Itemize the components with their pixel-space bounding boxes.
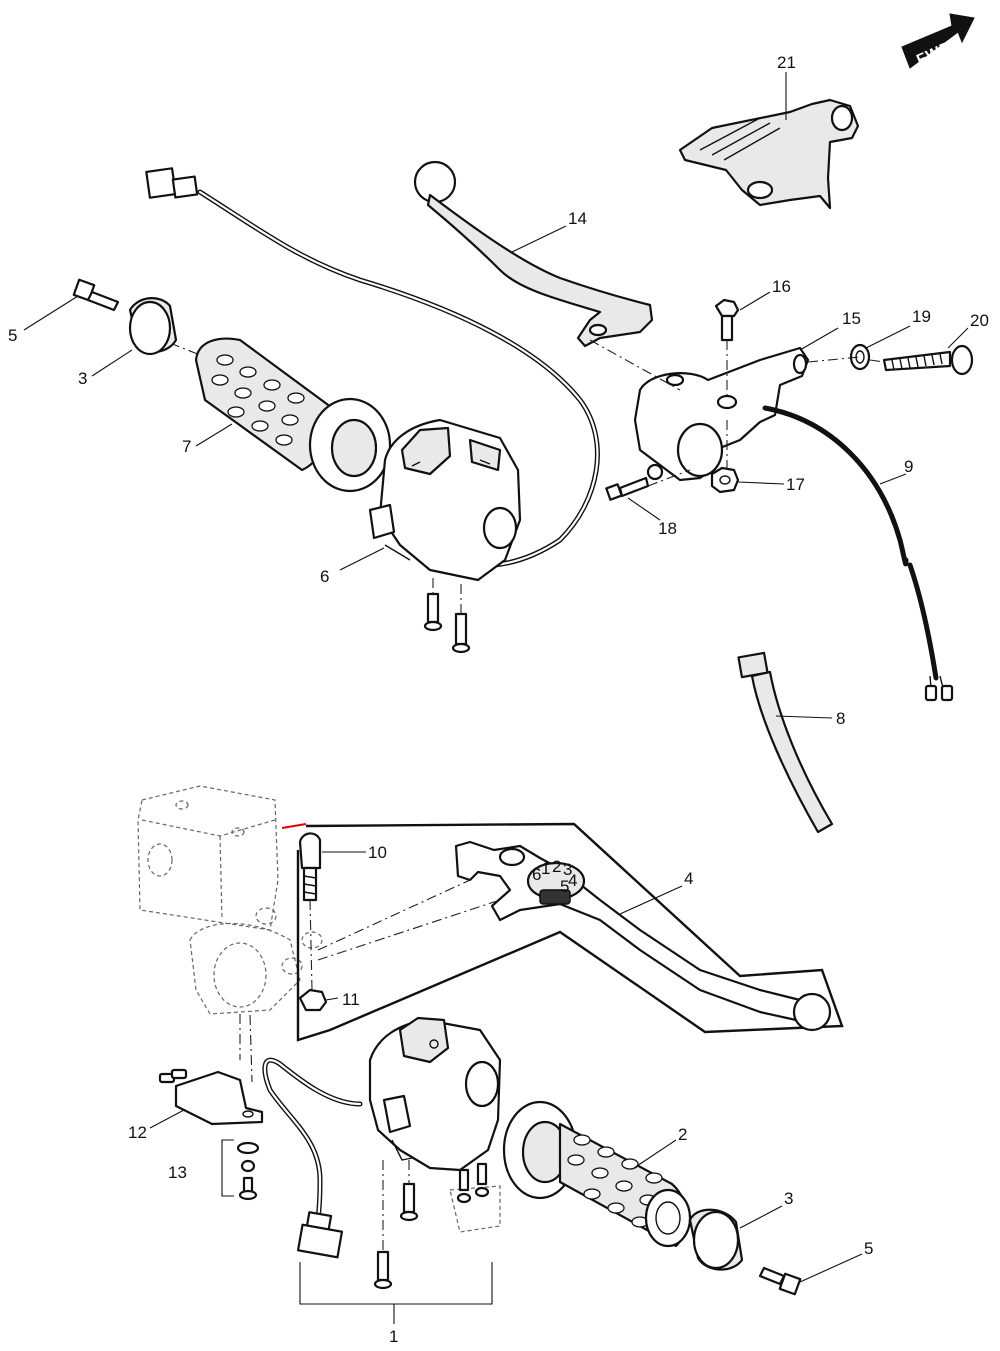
- part-18-bolt: [605, 463, 664, 501]
- part-5-bar-end-bolt-top: [72, 278, 120, 312]
- callout-21: 21: [777, 53, 796, 72]
- callout-15: 15: [842, 309, 861, 328]
- callout-1: 1: [389, 1327, 398, 1346]
- part-2-right-grip: [502, 1100, 692, 1248]
- callout-3-bottom: 3: [784, 1189, 793, 1208]
- callout-13: 13: [168, 1163, 187, 1182]
- part-9-clutch-cable: [762, 405, 954, 702]
- part-1-screw-b: [373, 1250, 393, 1290]
- callout-19: 19: [912, 307, 931, 326]
- callout-3-top: 3: [78, 369, 87, 388]
- callout-4: 4: [684, 869, 693, 888]
- fwd-arrow-icon: FWD: [901, 13, 975, 69]
- callout-20: 20: [970, 311, 989, 330]
- part-16-bolt: [714, 298, 740, 342]
- part-17-nut: [710, 466, 740, 494]
- svg-text:3: 3: [563, 860, 572, 879]
- callout-8: 8: [836, 709, 845, 728]
- part-10-pivot-bolt: [298, 832, 322, 902]
- callout-18: 18: [658, 519, 677, 538]
- part-4-brake-lever: 6 1 2 3 4 5: [296, 822, 844, 1042]
- part-1-screw-a: [399, 1182, 419, 1222]
- callout-16: 16: [772, 277, 791, 296]
- part-3-bar-end-weight-bottom: [688, 1208, 744, 1271]
- dial-marks: 6 1 2 3 4 5: [532, 857, 577, 896]
- part-13-screw-set: [221, 1139, 260, 1201]
- part-6-screw-a: [423, 592, 443, 632]
- svg-text:6: 6: [532, 865, 541, 884]
- callout-12: 12: [128, 1123, 147, 1142]
- part-8-cable-tie: [737, 651, 834, 834]
- part-6-screw-b: [451, 612, 471, 654]
- part-11-nut: [298, 988, 328, 1012]
- callout-7: 7: [182, 437, 191, 456]
- callout-5-bottom: 5: [864, 1239, 873, 1258]
- part-6-left-switch-housing: [368, 418, 522, 654]
- part-15-lever-bracket: [633, 346, 810, 482]
- right-switch-harness: [262, 1057, 363, 1259]
- part-1-switch-contacts: [449, 1162, 501, 1233]
- master-cylinder-phantom: [137, 785, 323, 1015]
- part-19-washer: [849, 343, 871, 371]
- svg-text:2: 2: [552, 857, 561, 876]
- callout-17: 17: [786, 475, 805, 494]
- callout-2: 2: [678, 1125, 687, 1144]
- callout-11: 11: [342, 990, 360, 1009]
- svg-text:4: 4: [568, 871, 577, 890]
- callout-5-top: 5: [8, 326, 17, 345]
- callout-9: 9: [904, 457, 913, 476]
- callout-10: 10: [368, 843, 387, 862]
- part-14-clutch-lever: [413, 160, 654, 348]
- callout-labels: 21 14 16 15 19 20 5 3 7 9 17 18 6 8 10 4…: [8, 53, 989, 1346]
- part-5-bar-end-bolt-bottom: [758, 1266, 802, 1296]
- part-12-brake-switch: [158, 1068, 264, 1126]
- part-1-right-switch-housing: [299, 1016, 502, 1305]
- part-20-adjuster-screw: [882, 344, 974, 376]
- part-21-lever-guard: [678, 98, 860, 210]
- accent-mark: [281, 823, 307, 829]
- leader-lines: [23, 72, 969, 1324]
- part-3-bar-end-weight-top: [128, 297, 178, 356]
- part-7-left-grip: [194, 337, 392, 493]
- svg-text:1: 1: [541, 859, 550, 878]
- callout-14: 14: [568, 209, 587, 228]
- callout-6: 6: [320, 567, 329, 586]
- left-switch-harness: [145, 167, 600, 569]
- svg-text:5: 5: [560, 877, 569, 896]
